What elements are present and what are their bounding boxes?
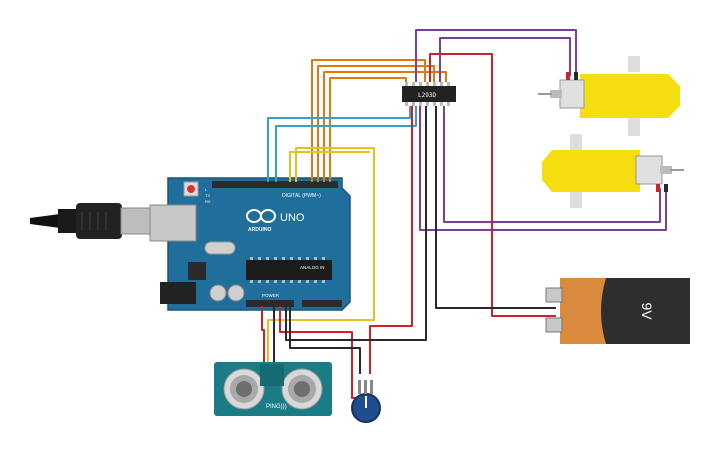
ic-label: L293D [418,92,436,99]
rx-label: RX [205,199,211,204]
analog-label: ANALOG IN [300,265,325,270]
battery-label: 9V [639,302,655,320]
arduino-uno-board[interactable]: UNO ARDUINO DIGITAL (PWM~) ANALOG IN POW… [149,177,351,311]
l-label: L [205,187,208,192]
analog-header [302,300,342,307]
dc-motor-top[interactable] [538,56,680,136]
ultrasonic-sensor[interactable]: PING))) [214,362,332,416]
wire-blue-2 [275,106,417,182]
capacitor [227,284,245,302]
wire-sensor-5v [261,306,265,362]
wire-purple-3 [443,106,661,223]
crystal [204,241,236,255]
board-brand: ARDUINO [248,227,271,233]
wire-purple-1 [439,37,571,82]
wire-blue-1 [267,106,411,182]
wire-black-gnd [285,106,427,341]
wire-orange-4 [329,77,407,182]
wire-yellow-2 [289,151,370,182]
tx-label: TX [205,193,210,198]
wire-red-5v [369,106,413,374]
digital-header [212,181,338,188]
wire-purple-2 [415,29,577,82]
potentiometer[interactable] [351,380,381,423]
dc-motor-bottom[interactable] [542,134,684,208]
wire-red-battery [429,53,556,317]
digital-label: DIGITAL (PWM~) [282,193,321,199]
wire-purple-4 [419,106,667,231]
wires [261,29,667,399]
battery-9v[interactable]: 9V [545,278,690,344]
wire-black-battery [435,106,556,309]
l293d-driver-ic[interactable]: L293D [402,82,456,106]
atmega-chip [246,260,332,280]
power-header [246,300,294,307]
wire-black-sensor [289,306,361,374]
wire-yellow-1 [267,147,375,362]
usb-cable [30,203,156,239]
dc-jack [160,282,196,304]
wire-orange-2 [317,65,435,182]
capacitor [209,284,227,302]
usb-port [149,204,197,242]
power-label: POWER [262,293,280,298]
sensor-label: PING))) [266,404,287,410]
arduino-logo [246,209,276,223]
usb-chip [188,262,206,280]
board-model: UNO [280,212,305,224]
